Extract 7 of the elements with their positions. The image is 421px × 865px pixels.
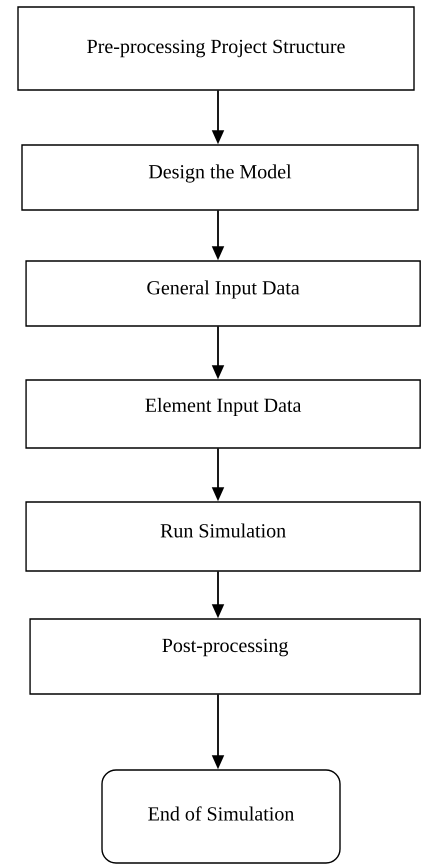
terminal-box: End of Simulation <box>101 769 341 864</box>
process-box: Design the Model <box>21 144 419 211</box>
process-box: Run Simulation <box>25 501 421 572</box>
process-box: Pre-processing Project Structure <box>17 6 415 91</box>
process-box: Post-processing <box>29 618 421 695</box>
process-box: General Input Data <box>25 260 421 327</box>
process-box: Element Input Data <box>25 379 421 449</box>
